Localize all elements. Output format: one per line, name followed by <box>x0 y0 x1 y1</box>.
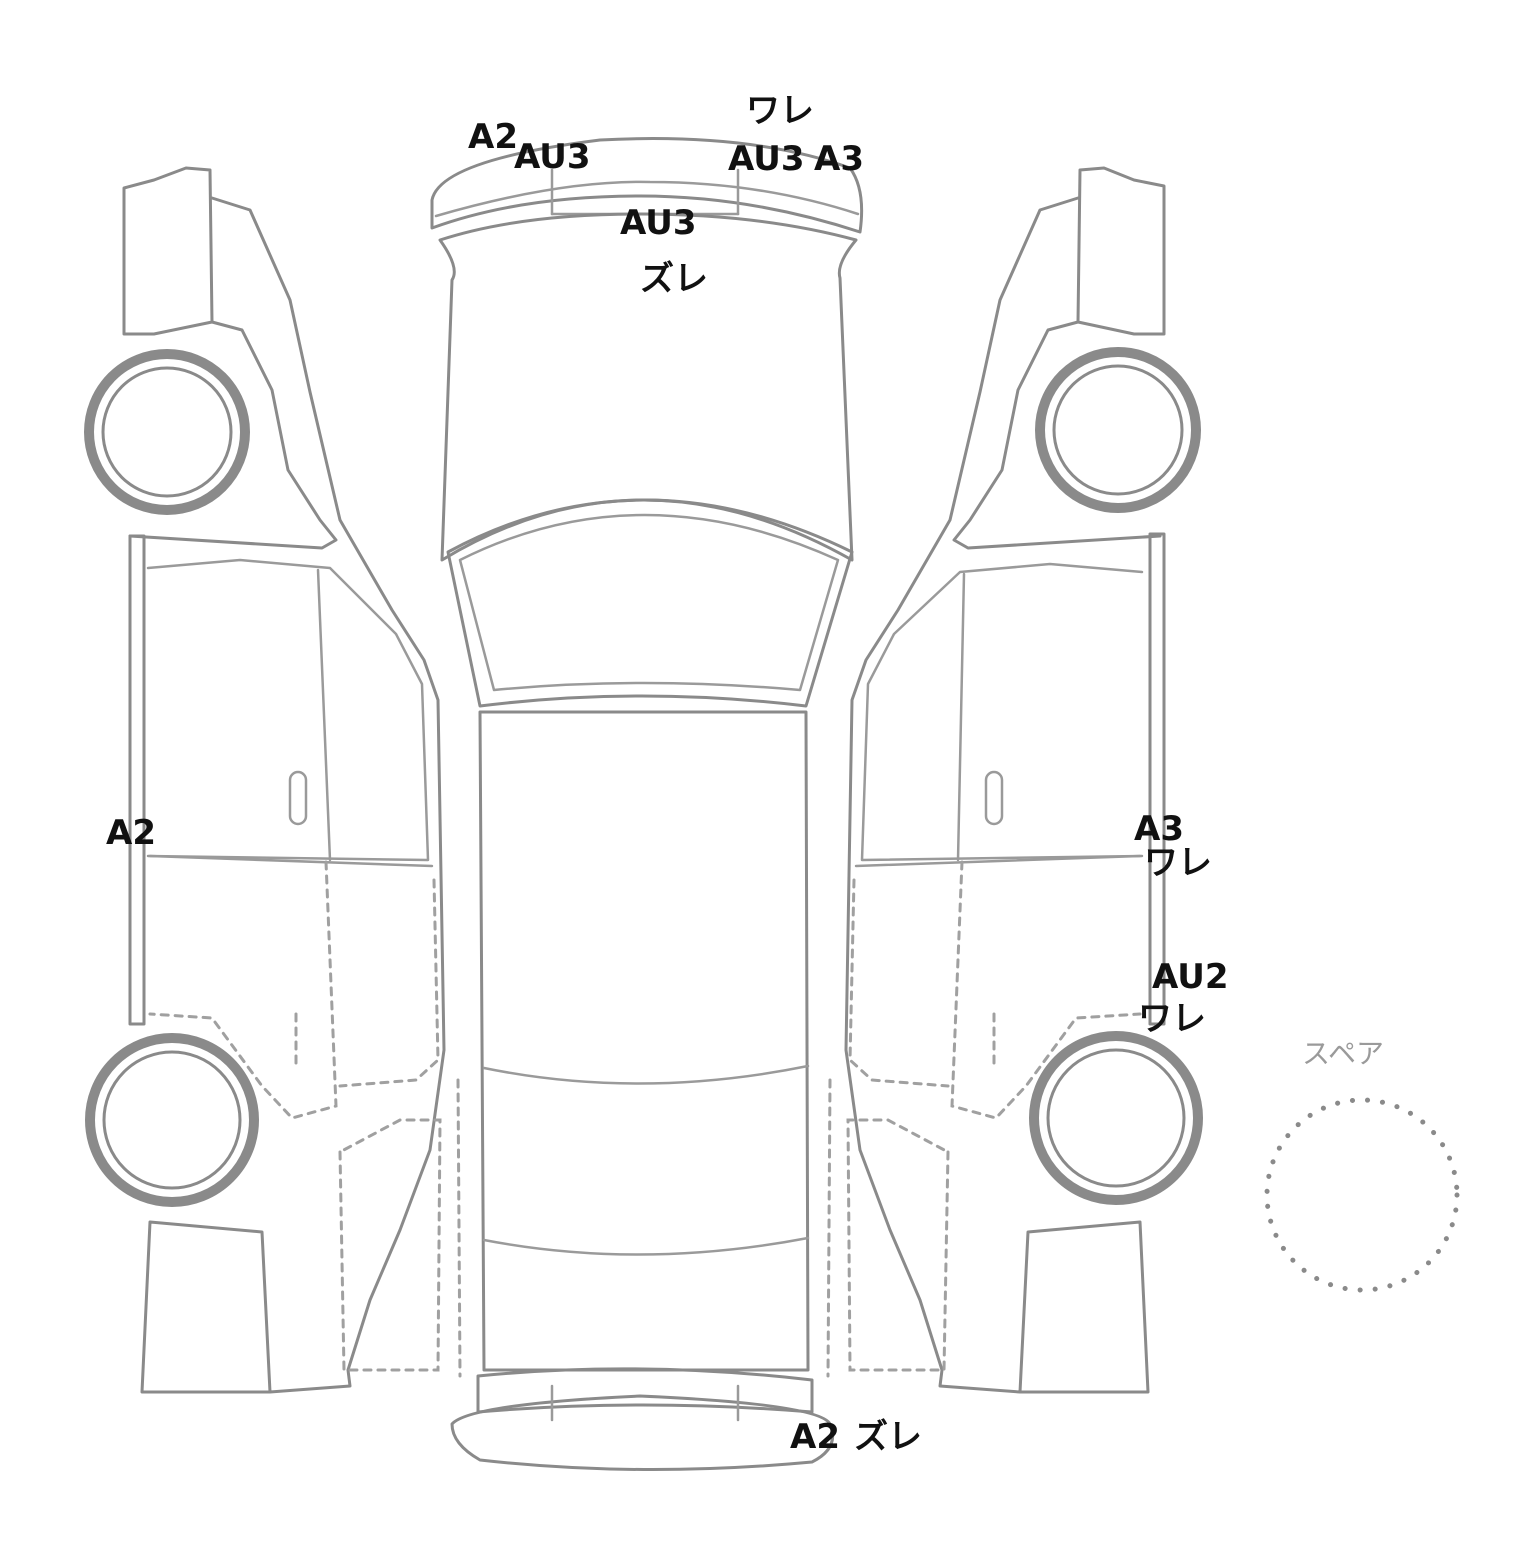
damage-mark-right-rear-au2: AU2 <box>1152 957 1229 997</box>
damage-mark-rear-shift: ズレ <box>854 1417 922 1457</box>
roof[interactable] <box>478 710 810 1372</box>
damage-mark-front-top-crack: ワレ <box>746 91 814 131</box>
spare-tire[interactable] <box>1264 1097 1460 1293</box>
damage-mark-right-rear-crack: ワレ <box>1138 999 1206 1039</box>
spare-label: スペア <box>1302 1037 1385 1070</box>
left-front-wheel[interactable] <box>84 349 250 515</box>
left-rear-wheel[interactable] <box>85 1033 259 1207</box>
left-side-panel[interactable] <box>122 166 462 1394</box>
damage-mark-front-left-a2: A2 <box>468 117 518 157</box>
damage-mark-right-side-a3: A3 <box>1134 809 1184 849</box>
damage-mark-hood-shift: ズレ <box>640 259 708 299</box>
damage-mark-hood-au3: AU3 <box>620 203 697 243</box>
rear-bumper[interactable] <box>450 1367 835 1472</box>
damage-mark-rear-a2: A2 <box>790 1417 840 1457</box>
right-side-panel[interactable] <box>826 166 1166 1394</box>
damage-mark-left-side-a2: A2 <box>106 813 156 853</box>
damage-mark-front-right-a3: A3 <box>814 139 864 179</box>
damage-mark-front-right-au3: AU3 <box>728 139 805 179</box>
damage-mark-front-left-au3: AU3 <box>514 137 591 177</box>
right-rear-wheel[interactable] <box>1029 1031 1203 1205</box>
right-front-wheel[interactable] <box>1035 347 1201 513</box>
hood[interactable] <box>438 212 858 562</box>
windshield[interactable] <box>446 498 854 708</box>
damage-mark-right-side-crack: ワレ <box>1144 843 1212 883</box>
